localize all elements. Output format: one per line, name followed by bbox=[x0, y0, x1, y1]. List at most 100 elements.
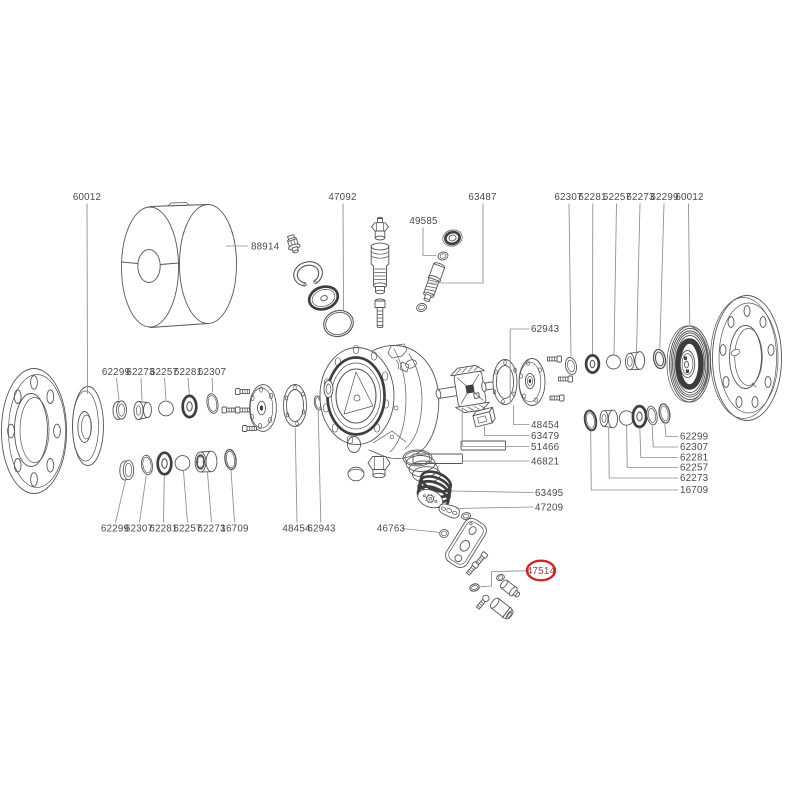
part-key-46821-b bbox=[460, 440, 506, 451]
part-label-62273-ml: 62273 bbox=[126, 367, 155, 378]
part-ball-62257-tr bbox=[606, 354, 621, 370]
part-oring-small bbox=[461, 512, 471, 520]
leader-ml-62299 bbox=[116, 377, 120, 401]
leader-rm-48454 bbox=[513, 405, 530, 425]
part-label-62281-ml: 62281 bbox=[174, 367, 202, 378]
screw-icon bbox=[549, 394, 565, 402]
part-elbow-fitting-1 bbox=[499, 579, 521, 598]
part-snapring-62307-bl bbox=[141, 454, 153, 476]
leader-tr-62307 bbox=[568, 203, 572, 357]
leader-ml-62307 bbox=[211, 377, 214, 393]
part-ball-62257-ml bbox=[158, 400, 174, 417]
part-label-62281-bl: 62281 bbox=[149, 524, 177, 535]
leader-bm-48454 bbox=[294, 427, 298, 523]
part-label-62257-tr: 62257 bbox=[603, 192, 631, 203]
leader-rm-63495 bbox=[451, 490, 534, 493]
part-label-62257-ml: 62257 bbox=[150, 367, 178, 378]
leader-ml-62257 bbox=[164, 377, 167, 401]
leader-bl-62299 bbox=[115, 479, 126, 523]
part-valve-fitting bbox=[371, 216, 389, 241]
part-grease-fitting bbox=[287, 234, 301, 254]
leader-r-16709 bbox=[590, 430, 678, 491]
leader-bl-16709 bbox=[230, 469, 235, 523]
screw-icon bbox=[221, 406, 237, 414]
highlight-47514: 47514 bbox=[525, 559, 557, 582]
part-snapring-16709-r bbox=[583, 409, 598, 432]
part-label-62943-bm: 62943 bbox=[307, 524, 336, 535]
screw-icon bbox=[558, 375, 573, 383]
part-label-63495: 63495 bbox=[535, 488, 564, 499]
part-oring-46763 bbox=[439, 529, 449, 538]
part-mounting-plate bbox=[445, 518, 487, 568]
part-bushing-62273-tr bbox=[624, 351, 646, 371]
part-label-62307-ml: 62307 bbox=[198, 367, 226, 378]
leader-49585 bbox=[422, 227, 437, 256]
leader-bl-62307 bbox=[139, 475, 147, 523]
leader-lines bbox=[86, 203, 691, 588]
part-label-63487: 63487 bbox=[468, 192, 496, 203]
part-diaphragm-60012 bbox=[72, 386, 104, 466]
part-label-62943-rm: 62943 bbox=[531, 324, 560, 335]
leader-r-62281 bbox=[639, 427, 678, 458]
part-label-16709-r: 16709 bbox=[680, 485, 708, 496]
part-clamp-drum-88914 bbox=[121, 202, 237, 328]
leader-rm-47209 bbox=[455, 506, 534, 509]
leader-bl-62257 bbox=[183, 470, 188, 523]
part-gasket-47209 bbox=[438, 503, 460, 519]
part-ring-62299-r bbox=[658, 403, 671, 424]
part-label-62299-ml: 62299 bbox=[102, 367, 130, 378]
leader-rm-62943 bbox=[509, 328, 530, 403]
part-label-62281-tr: 62281 bbox=[578, 192, 606, 203]
part-seal-62299-tr bbox=[652, 348, 667, 370]
leader-rm-63479 bbox=[484, 426, 530, 436]
part-valve-cartridge-63487 bbox=[423, 262, 446, 302]
leader-tr-60012 bbox=[688, 203, 691, 326]
highlight-ellipse-icon bbox=[525, 559, 557, 582]
part-pump-housing bbox=[319, 343, 440, 482]
part-pin-screw bbox=[475, 594, 490, 610]
part-seal-62299-ml bbox=[112, 400, 127, 420]
part-oring-47092 bbox=[323, 309, 354, 338]
part-oring-16709-bl bbox=[224, 448, 237, 471]
labels-layer: 60012 88914 47092 49585 63487 62307 6228… bbox=[73, 192, 709, 535]
leader-r-62257 bbox=[626, 425, 678, 468]
part-label-62307-r: 62307 bbox=[680, 442, 708, 453]
part-label-46763: 46763 bbox=[377, 524, 406, 535]
part-bearing-62281-ml bbox=[181, 394, 198, 419]
part-oring-47514 bbox=[469, 583, 480, 592]
screw-icon bbox=[474, 551, 489, 566]
part-label-47209: 47209 bbox=[535, 503, 563, 514]
leader-47514 bbox=[479, 570, 528, 588]
part-label-62273-tr: 62273 bbox=[626, 192, 655, 203]
leader-r-62299 bbox=[664, 423, 678, 437]
part-label-49585: 49585 bbox=[409, 216, 438, 227]
part-valve-bolt bbox=[374, 298, 386, 329]
part-ring-plate-48454-r bbox=[492, 359, 518, 405]
part-label-47514-highlighted: 47514 bbox=[527, 566, 556, 577]
leader-tl-60012 bbox=[86, 203, 88, 395]
leader-tr-62299 bbox=[659, 203, 665, 349]
screw-icon bbox=[242, 425, 257, 432]
part-label-47092: 47092 bbox=[328, 192, 356, 203]
screw-icon bbox=[235, 406, 250, 414]
part-piston-63495 bbox=[416, 470, 453, 509]
part-flange-wheel-left bbox=[1, 368, 67, 494]
part-sheave-washer bbox=[307, 285, 340, 311]
part-label-62299-r: 62299 bbox=[680, 432, 708, 443]
leader-tr-62257 bbox=[613, 203, 617, 355]
part-ring-elbow bbox=[496, 573, 505, 582]
part-washer-62307-tr bbox=[564, 357, 578, 375]
part-ball-62257-r bbox=[618, 410, 635, 426]
part-nut-62281-tr bbox=[584, 354, 601, 374]
leader-bl-62281 bbox=[163, 474, 165, 523]
part-label-88914: 88914 bbox=[251, 242, 280, 253]
part-crosshead-51466 bbox=[435, 364, 500, 414]
leader-ml-62273 bbox=[140, 377, 143, 401]
part-end-plate-right bbox=[518, 358, 546, 406]
part-label-48454-bm: 48454 bbox=[282, 524, 311, 535]
part-label-62273-bl: 62273 bbox=[197, 524, 226, 535]
part-ring-62307-r bbox=[646, 405, 658, 426]
parts-layer bbox=[1, 202, 782, 620]
part-washer-49585 bbox=[437, 251, 449, 261]
